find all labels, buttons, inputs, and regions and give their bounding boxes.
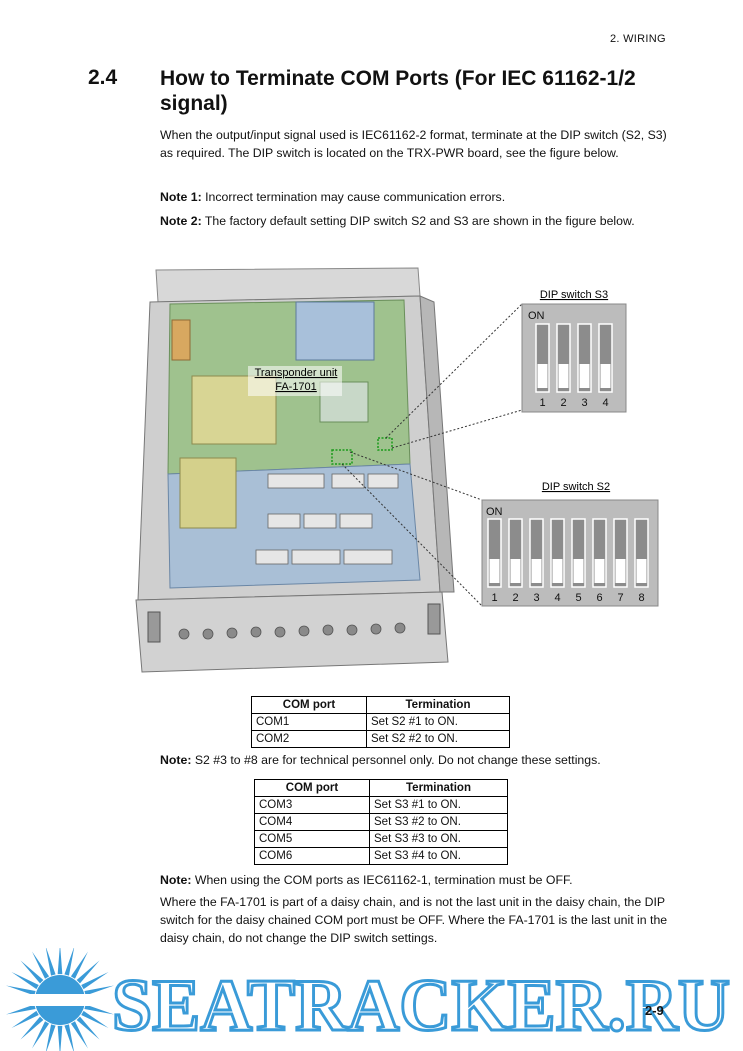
note-3: Note: S2 #3 to #8 are for technical pers… — [160, 751, 680, 769]
table-row: COM3 Set S3 #1 to ON. — [254, 796, 508, 814]
chassis-right-wall — [419, 295, 455, 593]
com-table-s3: COM port Termination COM3 Set S3 #1 to O… — [254, 779, 508, 865]
col-termination: Termination — [369, 779, 508, 797]
table-cell: COM2 — [251, 730, 367, 748]
dip-s2-number-2: 2 — [512, 592, 518, 604]
intro-paragraph: When the output/input signal used is IEC… — [160, 128, 667, 160]
note-1-label: Note 1: — [160, 190, 202, 204]
dip-s3-number-2: 2 — [560, 397, 566, 409]
table-row: COM4 Set S3 #2 to ON. — [254, 813, 508, 831]
dip-s2-number-8: 8 — [638, 592, 644, 604]
table-row: COM6 Set S3 #4 to ON. — [254, 847, 508, 865]
note-4-label: Note: — [160, 873, 192, 887]
note-3-label: Note: — [160, 753, 192, 767]
seatracker-watermark: SEATRACKER.RU — [0, 948, 732, 1051]
col-com-port: COM port — [254, 779, 370, 797]
unit-label-line2: FA-1701 — [275, 381, 317, 393]
section-number: 2.4 — [88, 66, 118, 89]
transformer-2 — [179, 457, 237, 529]
dip-s2-toggle-8 — [636, 559, 647, 583]
dip-s2-number-6: 6 — [596, 592, 602, 604]
terminal-blocks — [255, 473, 399, 565]
table-cell: Set S3 #1 to ON. — [369, 796, 508, 814]
dip-s3-on-label: ON — [528, 310, 545, 322]
dip-s2-toggle-5 — [573, 559, 584, 583]
note-4-text: When using the COM ports as IEC61162-1, … — [191, 873, 573, 887]
dip-s2-toggle-7 — [615, 559, 626, 583]
dip-s2-number-1: 1 — [491, 592, 497, 604]
table-cell: COM3 — [254, 796, 370, 814]
sun-logo-icon — [0, 948, 120, 1051]
transponder-figure: Transponder unit FA-1701 DIP switch S3 O… — [135, 267, 659, 673]
note-1: Note 1: Incorrect termination may cause … — [160, 188, 672, 206]
note-3-text: S2 #3 to #8 are for technical personnel … — [191, 753, 601, 767]
table-cell: Set S3 #4 to ON. — [369, 847, 508, 865]
dip-s2-number-5: 5 — [575, 592, 581, 604]
antenna-connector-left — [147, 611, 161, 643]
dip-s3-number-3: 3 — [581, 397, 587, 409]
antenna-connector-right — [427, 603, 441, 635]
center-module — [319, 381, 369, 423]
section-title: How to Terminate COM Ports (For IEC 6116… — [160, 67, 636, 115]
table-cell: Set S3 #3 to ON. — [369, 830, 508, 848]
dip-s3-number-4: 4 — [602, 397, 608, 409]
dip-s2-title: DIP switch S2 — [542, 481, 610, 493]
dip-s2-on-label: ON — [486, 506, 503, 518]
table-cell: COM1 — [251, 713, 367, 731]
chapter-header: 2. WIRING — [610, 33, 666, 45]
dip-s2-toggle-3 — [531, 559, 542, 583]
s3-leader-bottom — [391, 409, 523, 449]
dip-s2-toggle-1 — [489, 559, 500, 583]
watermark-text: SEATRACKER.RU — [112, 965, 730, 1047]
table-cell: Set S2 #2 to ON. — [366, 730, 510, 748]
table-cell: COM4 — [254, 813, 370, 831]
cable-glands — [178, 622, 406, 640]
table-row: COM5 Set S3 #3 to ON. — [254, 830, 508, 848]
dip-s3-toggle-2 — [558, 364, 569, 388]
dip-s2-number-3: 3 — [533, 592, 539, 604]
table-row: COM2 Set S2 #2 to ON. — [251, 730, 510, 748]
dip-s3-toggle-3 — [579, 364, 590, 388]
page-number: 2-9 — [645, 1003, 664, 1018]
s3-location-marker — [377, 437, 393, 451]
chassis-base — [135, 591, 449, 673]
s2-leader-bottom — [341, 463, 483, 607]
dip-s2-number-4: 4 — [554, 592, 560, 604]
dip-s2-number-7: 7 — [617, 592, 623, 604]
dip-s2-toggle-6 — [594, 559, 605, 583]
note-1-text: Incorrect termination may cause communic… — [201, 190, 506, 204]
table-row: COM1 Set S2 #1 to ON. — [251, 713, 510, 731]
left-connector — [171, 319, 191, 361]
note-4: Note: When using the COM ports as IEC611… — [160, 871, 680, 889]
col-com-port: COM port — [251, 696, 367, 714]
col-termination: Termination — [366, 696, 510, 714]
note-2-text: The factory default setting DIP switch S… — [201, 214, 635, 228]
top-module — [295, 301, 375, 361]
table-cell: COM5 — [254, 830, 370, 848]
dip-s2-toggle-2 — [510, 559, 521, 583]
dip-s3-toggle-1 — [537, 364, 548, 388]
note-2: Note 2: The factory default setting DIP … — [160, 212, 672, 230]
dip-s2-toggle-4 — [552, 559, 563, 583]
table-header-row: COM port Termination — [251, 696, 510, 714]
s2-leader-top — [349, 451, 483, 501]
table-cell: Set S3 #2 to ON. — [369, 813, 508, 831]
table-cell: COM6 — [254, 847, 370, 865]
note-2-label: Note 2: — [160, 214, 202, 228]
com-table-s2: COM port Termination COM1 Set S2 #1 to O… — [251, 696, 510, 748]
unit-label-line1: Transponder unit — [255, 367, 338, 379]
dip-s3-number-1: 1 — [539, 397, 545, 409]
closing-paragraph: Where the FA-1701 is part of a daisy cha… — [160, 895, 668, 945]
table-header-row: COM port Termination — [254, 779, 508, 797]
dip-s3-title: DIP switch S3 — [540, 289, 608, 301]
dip-s3-toggle-4 — [600, 364, 611, 388]
table-cell: Set S2 #1 to ON. — [366, 713, 510, 731]
